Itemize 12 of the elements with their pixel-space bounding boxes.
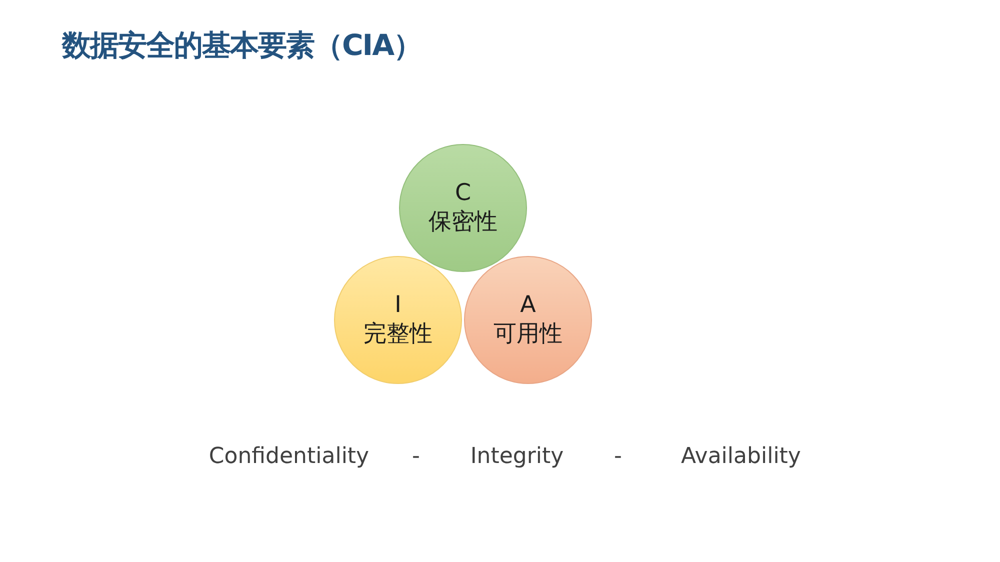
page-title: 数据安全的基本要素（CIA）	[62, 27, 422, 64]
term-label: Confidentiality	[208, 443, 370, 471]
dash-separator: -	[614, 443, 622, 471]
term-label: 可用性	[494, 320, 562, 349]
abbreviation-letter: I	[394, 291, 402, 320]
abbreviation-letter: A	[520, 291, 536, 320]
term-label: Integrity	[470, 443, 564, 471]
abbreviation-letter: C	[454, 179, 472, 208]
term-label: 完整性	[364, 320, 432, 349]
term-label: 保密性	[428, 208, 498, 237]
term-label: Availability	[681, 443, 801, 471]
dash-separator: -	[412, 443, 420, 471]
